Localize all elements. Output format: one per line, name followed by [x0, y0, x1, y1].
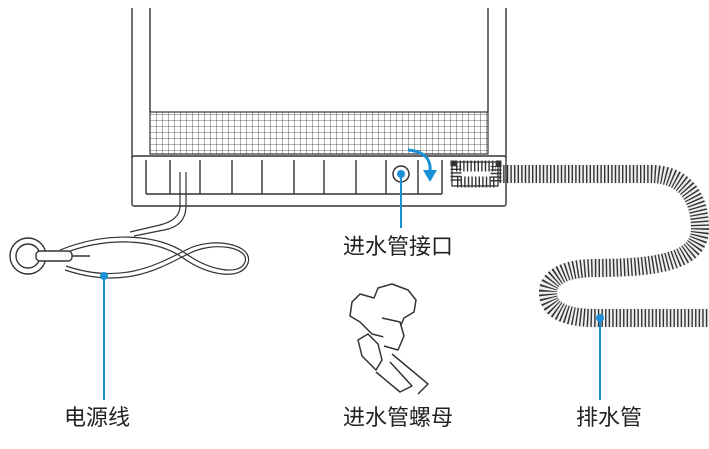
- drain-hose: [450, 160, 709, 328]
- inlet-nut-icon: [349, 283, 429, 395]
- label-power-cord: 电源线: [64, 406, 131, 431]
- label-drain-hose: 排水管: [576, 406, 643, 431]
- appliance-body: [131, 8, 507, 158]
- base-panel: [131, 155, 507, 207]
- callout-dots: [100, 272, 604, 322]
- label-inlet-port: 进水管接口: [343, 235, 454, 260]
- plug-icon: [9, 237, 90, 275]
- callout-lines: [103, 174, 601, 400]
- rotation-arrow-icon: [407, 148, 437, 182]
- label-inlet-nut: 进水管螺母: [343, 406, 454, 431]
- power-cord: [59, 172, 250, 279]
- filter-grid: [149, 111, 489, 155]
